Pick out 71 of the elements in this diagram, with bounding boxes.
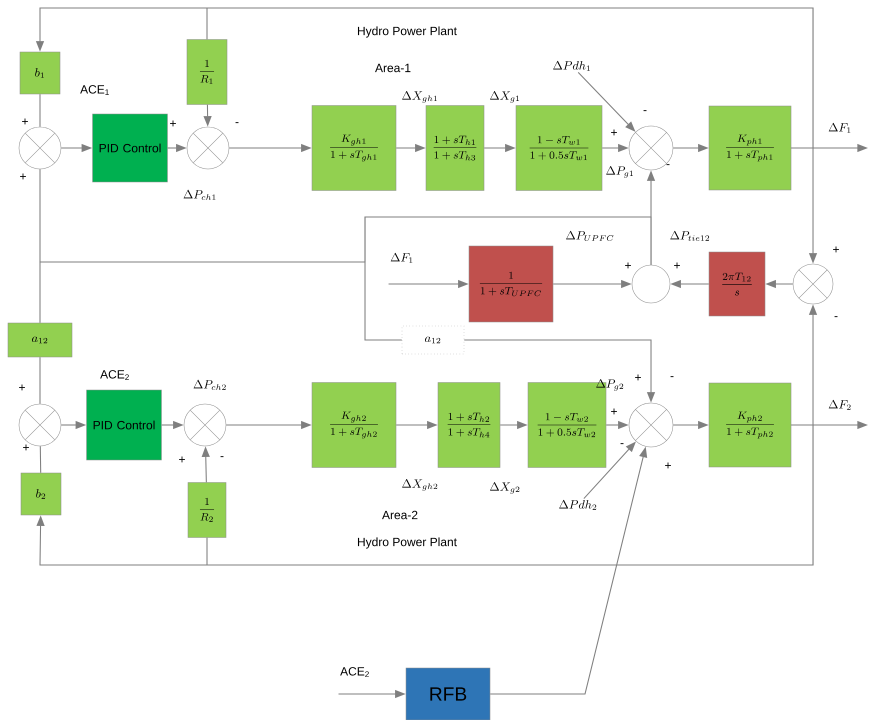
signal-label: $\Delta X_{g2}$ [490, 482, 520, 494]
transfer-function-block: $\frac{1}{R_1}$ [186, 39, 228, 105]
gain-block: $a_{12}$ [402, 326, 464, 354]
signal-label: $\Delta P_{tie12}$ [670, 230, 710, 241]
sign-label: + [611, 130, 617, 136]
controller-block: PID Control [92, 114, 168, 182]
transfer-function-block: $\frac{1-sT_{w1}}{1+0.5sT_{w1}}$ [516, 105, 602, 191]
sign-label: + [19, 384, 25, 390]
transfer-function-block: $a_{12}$ [8, 322, 72, 358]
sign-label: + [833, 246, 839, 252]
transfer-function-block: $\frac{K_{gh1}}{1+sT_{gh1}}$ [312, 105, 396, 191]
transfer-function-block: $\frac{1+sT_{h2}}{1+sT_{h4}}$ [438, 382, 500, 468]
transfer-function-block: $\frac{1}{1+sT_{UPFC}}$ [468, 246, 554, 322]
text-label: Hydro Power Plant [358, 26, 457, 38]
sign-label: - [644, 110, 646, 112]
sign-label: + [611, 408, 617, 414]
sign-label: + [635, 374, 641, 380]
summing-junction [18, 126, 62, 170]
transfer-function-block: $\frac{1+sT_{h1}}{1+sT_{h3}}$ [426, 105, 484, 191]
text-label: Area-2 [382, 510, 418, 520]
text-label: ACE$_{1}$ [80, 85, 109, 95]
summing-junction [18, 404, 62, 446]
sign-label: - [236, 122, 238, 124]
signal-label: $\Delta X_{g1}$ [490, 91, 520, 103]
signal-label: $\Delta Pdh_2$ [559, 500, 596, 510]
rfb-block: RFB [406, 668, 490, 720]
signal-label: $\Delta F_1$ [390, 252, 412, 263]
edge-label: $\Delta F_2$ [826, 398, 854, 412]
controller-block: PID Control [86, 390, 162, 460]
transfer-function-block: $\frac{2\pi T_{12}}{s}$ [708, 252, 766, 316]
summing-junction [186, 126, 230, 170]
connector-line [39, 357, 41, 404]
connector-line [364, 216, 652, 341]
summing-junction [184, 404, 226, 446]
signal-label: $\Delta P_{g1}$ [606, 166, 633, 178]
transfer-function-block: $b_2$ [20, 472, 62, 516]
summing-junction [628, 402, 674, 448]
sign-label: - [666, 164, 670, 166]
connector-line [39, 94, 41, 127]
sign-label: + [625, 262, 631, 268]
transfer-function-block: $\frac{1}{R_2}$ [188, 482, 226, 538]
transfer-function-block: $\frac{K_{ph1}}{1+sT_{ph1}}$ [708, 106, 792, 190]
signal-label: $\Delta P_{UPFC}$ [566, 230, 614, 241]
signal-label: $\Delta Pdh_1$ [553, 60, 590, 71]
sign-label: + [179, 456, 185, 462]
signal-label: $\Delta P_{ch2}$ [194, 380, 226, 390]
sign-label: + [170, 120, 176, 126]
sign-label: + [23, 444, 29, 450]
summing-junction [632, 264, 670, 304]
transfer-function-block: $\frac{K_{gh2}}{1+sT_{gh2}}$ [312, 382, 396, 468]
edge-label: $\Delta F_1$ [826, 122, 854, 134]
signal-label: $\Delta P_{ch1}$ [184, 190, 216, 200]
sign-label: + [22, 118, 28, 124]
sign-label: - [834, 316, 838, 318]
signal-label: $\Delta X_{gh1}$ [402, 91, 437, 103]
signal-label: $\Delta X_{gh2}$ [402, 479, 438, 491]
sign-label: - [670, 376, 674, 378]
sign-label: - [620, 443, 624, 444]
connector-line [206, 424, 814, 566]
text-label: ACE$_{2}$ [100, 370, 129, 380]
connector-line [206, 7, 814, 149]
sign-label: + [665, 462, 671, 468]
summing-junction [792, 264, 834, 304]
transfer-function-block: $b_1$ [20, 52, 60, 94]
text-label: Hydro Power Plant [358, 537, 457, 549]
sign-label: - [220, 456, 224, 458]
text-label: Area-1 [375, 64, 410, 72]
sign-label: + [674, 262, 680, 268]
signal-label: ACE$_{2}$ [340, 667, 369, 677]
connector-line [40, 446, 42, 473]
transfer-function-block: $\frac{K_{ph2}}{1+sT_{ph2}}$ [708, 382, 792, 468]
